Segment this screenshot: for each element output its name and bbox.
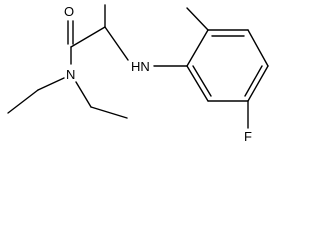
amine-label: HN bbox=[131, 59, 150, 74]
ring-bond-3 bbox=[247, 29, 269, 67]
chemical-structure-diagram: O N HN F bbox=[7, 4, 269, 144]
ring-inner-bond-2 bbox=[244, 65, 263, 97]
ring-bond-4 bbox=[247, 65, 269, 102]
ring-methyl-bond bbox=[186, 7, 209, 31]
fluorine-label: F bbox=[244, 129, 252, 144]
n-ethyl-right-bond-1 bbox=[75, 81, 92, 108]
amide-nitrogen-label: N bbox=[66, 67, 75, 82]
carbonyl-alpha-bond bbox=[70, 26, 106, 48]
n-ethyl-left-bond-2 bbox=[7, 89, 39, 114]
alpha-nh-bond bbox=[104, 26, 129, 61]
oxygen-label: O bbox=[64, 4, 74, 19]
ring-bond-6 bbox=[186, 65, 209, 102]
ring-bond-1 bbox=[186, 29, 209, 67]
n-ethyl-left-bond-1 bbox=[37, 77, 65, 91]
ring-inner-bond-3 bbox=[192, 65, 212, 97]
n-ethyl-right-bond-2 bbox=[90, 106, 128, 119]
